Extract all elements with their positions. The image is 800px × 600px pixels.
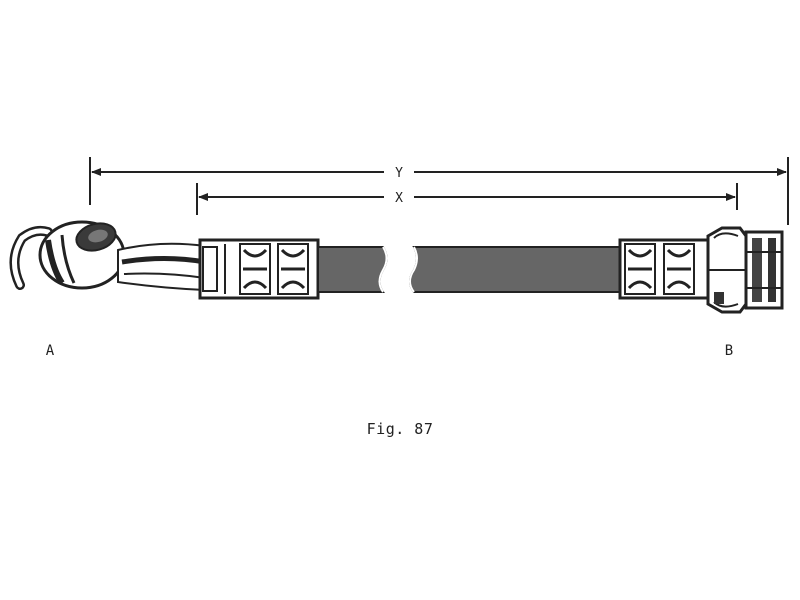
dimension-x: X (196, 183, 738, 215)
figure-caption: Fig. 87 (366, 420, 434, 438)
dimension-y-label: Y (395, 166, 403, 181)
right-ferrule (618, 238, 710, 300)
banjo-fitting (9, 220, 206, 292)
dimension-y: Y (89, 157, 789, 225)
left-ferrule (198, 238, 320, 300)
dimension-x-label: X (395, 191, 403, 206)
end-label-b: B (725, 343, 733, 359)
hose-body (317, 246, 625, 293)
end-label-a: A (46, 343, 55, 359)
hex-nut-fitting (706, 226, 784, 314)
